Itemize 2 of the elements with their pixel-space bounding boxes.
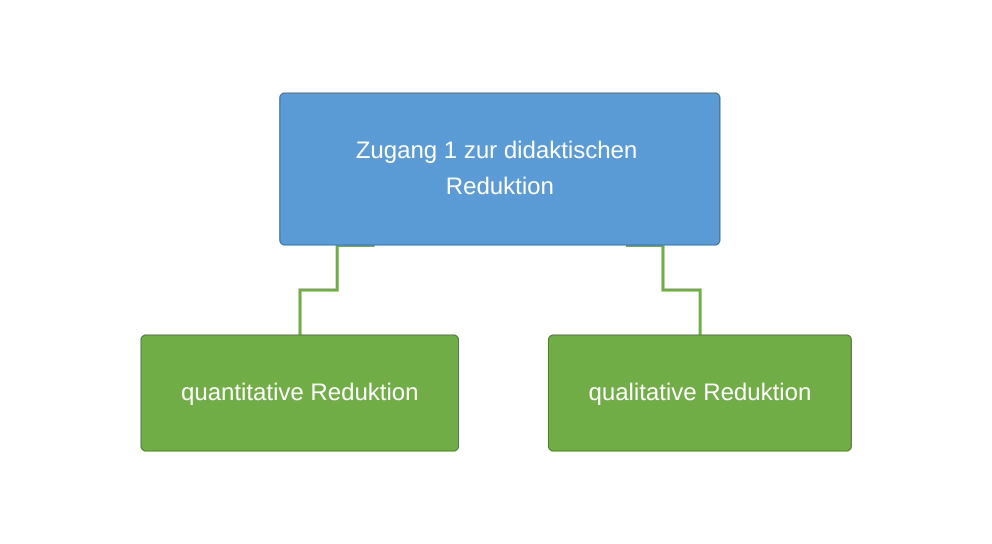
connector bbox=[298, 244, 374, 337]
connector bbox=[626, 244, 702, 337]
